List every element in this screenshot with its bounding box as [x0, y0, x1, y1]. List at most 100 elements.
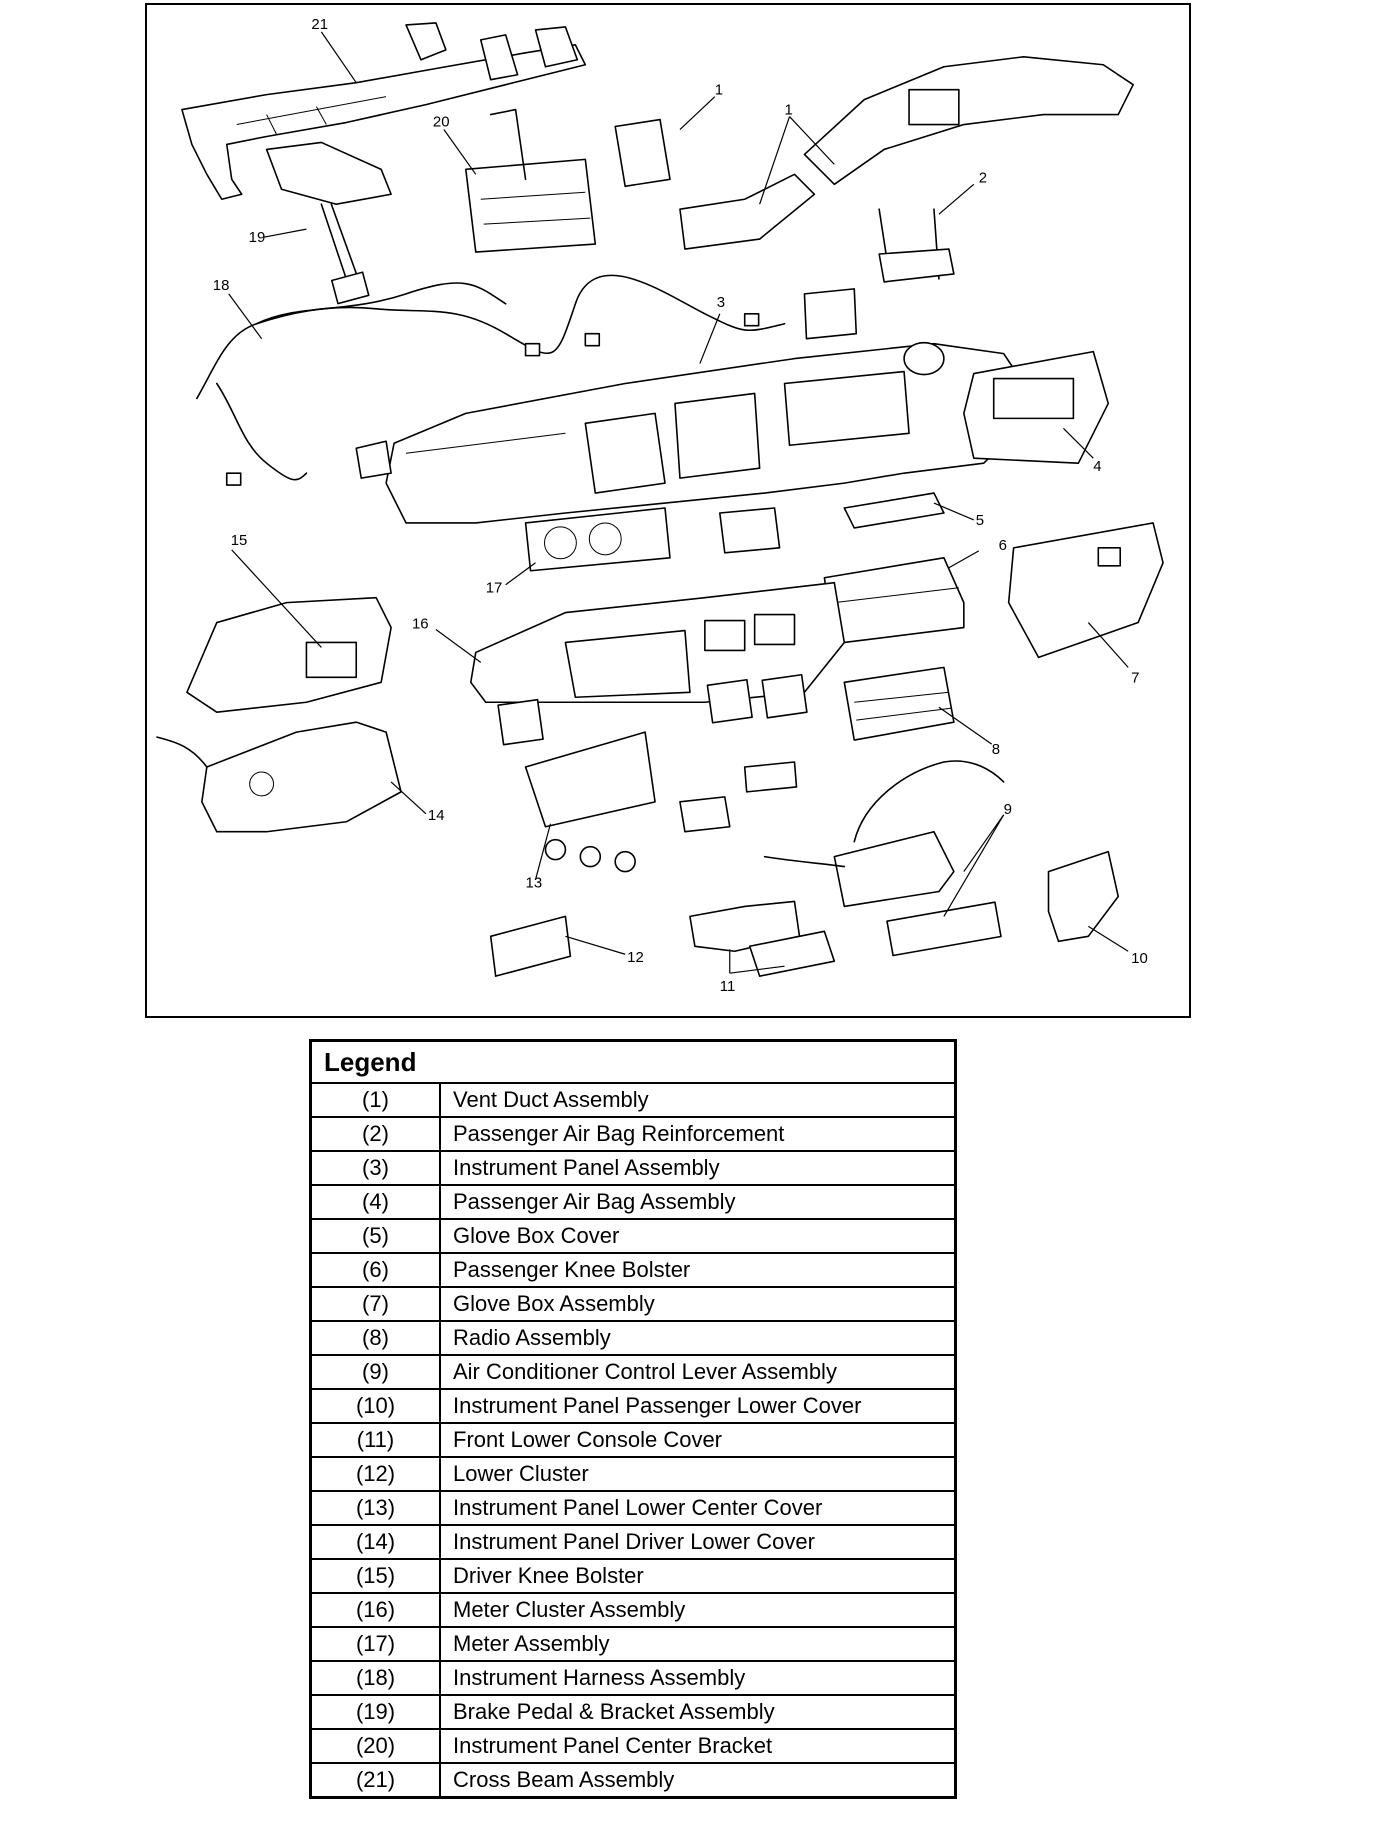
callout-2: 2 — [979, 169, 987, 186]
legend-number: (20) — [309, 1728, 441, 1764]
part-cross-beam — [181, 22, 587, 201]
callout-15: 15 — [231, 532, 248, 549]
callout-19: 19 — [249, 229, 266, 246]
part-lower-center-cover — [524, 731, 798, 873]
legend-row: (6)Passenger Knee Bolster — [309, 1252, 957, 1288]
callout-8: 8 — [992, 741, 1000, 758]
callout-3: 3 — [717, 294, 725, 311]
legend-number: (19) — [309, 1694, 441, 1730]
legend-row: (5)Glove Box Cover — [309, 1218, 957, 1254]
legend-row: (1)Vent Duct Assembly — [309, 1082, 957, 1118]
legend-row: (2)Passenger Air Bag Reinforcement — [309, 1116, 957, 1152]
legend-row: (16)Meter Cluster Assembly — [309, 1592, 957, 1628]
legend-number: (13) — [309, 1490, 441, 1526]
legend-label: Driver Knee Bolster — [439, 1558, 957, 1594]
legend-label: Air Conditioner Control Lever Assembly — [439, 1354, 957, 1390]
part-front-lower-console-cover — [689, 900, 836, 977]
legend-number: (5) — [309, 1218, 441, 1254]
legend-row: (3)Instrument Panel Assembly — [309, 1150, 957, 1186]
callout-18: 18 — [213, 277, 230, 294]
legend-label: Instrument Panel Driver Lower Cover — [439, 1524, 957, 1560]
leader-lines — [228, 31, 1129, 974]
part-meter-assembly — [524, 507, 781, 572]
legend-number: (14) — [309, 1524, 441, 1560]
diagram-svg: 21 1 1 2 20 19 18 3 4 5 6 15 17 16 7 8 1… — [156, 16, 1164, 995]
legend-label: Front Lower Console Cover — [439, 1422, 957, 1458]
callout-14: 14 — [428, 807, 445, 824]
legend-row: (14)Instrument Panel Driver Lower Cover — [309, 1524, 957, 1560]
callout-11: 11 — [720, 978, 736, 995]
callout-numbers: 21 1 1 2 20 19 18 3 4 5 6 15 17 16 7 8 1… — [213, 16, 1148, 995]
legend-row: (8)Radio Assembly — [309, 1320, 957, 1356]
part-cluster-vents — [497, 673, 808, 746]
part-brake-pedal — [265, 141, 392, 305]
part-side-vents — [355, 288, 945, 479]
callout-1a: 1 — [715, 82, 723, 99]
legend-number: (4) — [309, 1184, 441, 1220]
callout-7: 7 — [1131, 669, 1139, 686]
legend-label: Passenger Air Bag Reinforcement — [439, 1116, 957, 1152]
part-passenger-airbag — [963, 350, 1110, 464]
part-instrument-panel — [385, 342, 1025, 524]
legend-label: Instrument Panel Lower Center Cover — [439, 1490, 957, 1526]
legend-number: (2) — [309, 1116, 441, 1152]
legend-label: Meter Cluster Assembly — [439, 1592, 957, 1628]
legend-number: (1) — [309, 1082, 441, 1118]
part-driver-lower-cover — [156, 721, 402, 833]
legend-number: (18) — [309, 1660, 441, 1696]
part-driver-knee-bolster — [186, 596, 392, 713]
legend-body: (1)Vent Duct Assembly(2)Passenger Air Ba… — [309, 1082, 957, 1799]
callout-17: 17 — [486, 580, 503, 597]
part-ac-control-lever — [763, 760, 1005, 957]
legend-number: (12) — [309, 1456, 441, 1492]
legend-row: (11)Front Lower Console Cover — [309, 1422, 957, 1458]
legend-label: Glove Box Assembly — [439, 1286, 957, 1322]
legend-number: (6) — [309, 1252, 441, 1288]
legend-title: Legend — [309, 1039, 957, 1084]
legend-number: (15) — [309, 1558, 441, 1594]
legend-label: Passenger Knee Bolster — [439, 1252, 957, 1288]
legend-number: (21) — [309, 1762, 441, 1799]
callout-21: 21 — [311, 16, 328, 33]
callout-13: 13 — [526, 875, 543, 892]
callout-10: 10 — [1131, 950, 1148, 967]
legend-row: (10)Instrument Panel Passenger Lower Cov… — [309, 1388, 957, 1424]
exploded-view-diagram: 21 1 1 2 20 19 18 3 4 5 6 15 17 16 7 8 1… — [145, 3, 1191, 1018]
legend-label: Glove Box Cover — [439, 1218, 957, 1254]
legend-row: (20)Instrument Panel Center Bracket — [309, 1728, 957, 1764]
callout-12: 12 — [627, 949, 644, 966]
callout-9: 9 — [1004, 801, 1012, 818]
part-airbag-reinforcement — [878, 208, 955, 283]
callout-5: 5 — [976, 512, 984, 529]
legend-row: (4)Passenger Air Bag Assembly — [309, 1184, 957, 1220]
legend-label: Instrument Panel Passenger Lower Cover — [439, 1388, 957, 1424]
legend-number: (17) — [309, 1626, 441, 1662]
part-vent-duct — [614, 55, 1134, 250]
legend-label: Instrument Panel Center Bracket — [439, 1728, 957, 1764]
legend-label: Radio Assembly — [439, 1320, 957, 1356]
legend-row: (17)Meter Assembly — [309, 1626, 957, 1662]
part-instrument-harness — [196, 274, 786, 486]
part-lower-cluster — [489, 915, 572, 977]
legend-label: Instrument Harness Assembly — [439, 1660, 957, 1696]
legend-row: (12)Lower Cluster — [309, 1456, 957, 1492]
legend-label: Cross Beam Assembly — [439, 1762, 957, 1799]
part-radio — [843, 666, 955, 741]
legend-row: (19)Brake Pedal & Bracket Assembly — [309, 1694, 957, 1730]
callout-20: 20 — [433, 114, 450, 131]
legend-number: (9) — [309, 1354, 441, 1390]
callout-1b: 1 — [785, 102, 793, 119]
legend-number: (16) — [309, 1592, 441, 1628]
callout-16: 16 — [412, 616, 429, 633]
part-passenger-knee-bolster — [823, 557, 965, 644]
legend-row: (18)Instrument Harness Assembly — [309, 1660, 957, 1696]
legend-number: (7) — [309, 1286, 441, 1322]
legend-number: (11) — [309, 1422, 441, 1458]
legend-label: Passenger Air Bag Assembly — [439, 1184, 957, 1220]
legend-row: (7)Glove Box Assembly — [309, 1286, 957, 1322]
legend-number: (3) — [309, 1150, 441, 1186]
legend-label: Meter Assembly — [439, 1626, 957, 1662]
callout-4: 4 — [1093, 458, 1101, 475]
legend-header-row: Legend — [309, 1039, 957, 1084]
part-glove-box-cover — [843, 492, 945, 529]
